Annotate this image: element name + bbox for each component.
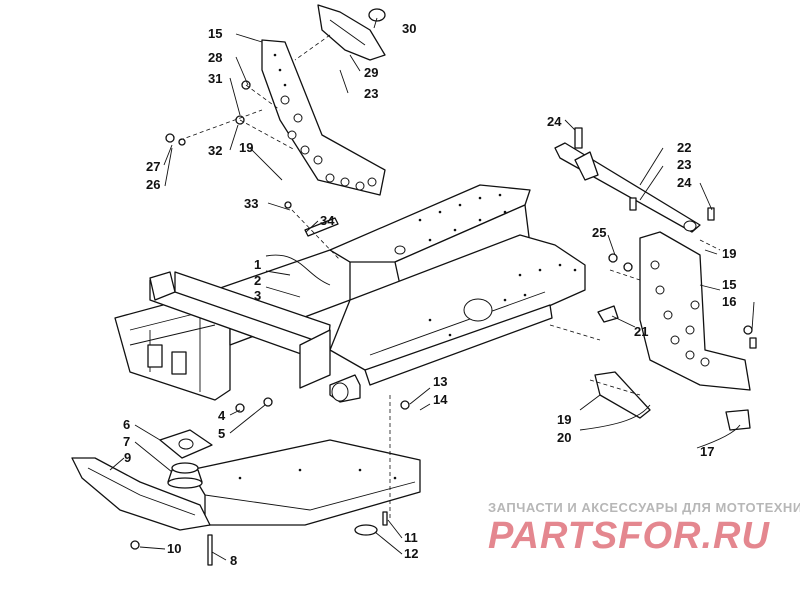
callout-4: 4 — [218, 408, 226, 423]
left-guard — [317, 4, 386, 61]
callout-22: 22 — [677, 140, 691, 155]
callout-9: 9 — [124, 450, 131, 465]
callout-2: 2 — [254, 273, 261, 288]
callout-5: 5 — [218, 426, 225, 441]
callout-26: 26 — [146, 177, 160, 192]
callout-15-right: 15 — [722, 277, 736, 292]
right-bracket — [554, 142, 701, 233]
callout-8: 8 — [230, 553, 237, 568]
callout-25: 25 — [592, 225, 606, 240]
callout-34: 34 — [320, 213, 335, 228]
callout-1: 1 — [254, 257, 261, 272]
callout-23-left: 23 — [364, 86, 378, 101]
callout-33: 33 — [244, 196, 258, 211]
callout-10: 10 — [167, 541, 181, 556]
callout-16: 16 — [722, 294, 736, 309]
callout-6: 6 — [123, 417, 130, 432]
callout-17: 17 — [700, 444, 714, 459]
callout-27: 27 — [146, 159, 160, 174]
callout-28: 28 — [208, 50, 222, 65]
callout-24-top: 24 — [547, 114, 562, 129]
callout-3: 3 — [254, 288, 261, 303]
callout-15-left: 15 — [208, 26, 222, 41]
belly-pan — [189, 439, 421, 526]
callout-29: 29 — [364, 65, 378, 80]
callout-14: 14 — [433, 392, 448, 407]
callout-24-right: 24 — [677, 175, 692, 190]
callout-31: 31 — [208, 71, 222, 86]
callout-11: 11 — [404, 530, 418, 545]
fasteners — [130, 80, 757, 566]
assembly-lines — [179, 34, 721, 520]
watermark-logo: PARTSFOR.RU — [488, 515, 770, 557]
mount-plate — [159, 429, 213, 489]
skid-plate — [71, 457, 211, 531]
callout-32: 32 — [208, 143, 222, 158]
callout-7: 7 — [123, 434, 130, 449]
callout-12: 12 — [404, 546, 418, 561]
callout-19-bottom: 19 — [557, 412, 571, 427]
small-parts — [304, 217, 751, 431]
callout-labels: 1 2 3 4 5 6 7 8 9 10 11 12 13 14 15 15 1… — [123, 21, 736, 568]
callout-13: 13 — [433, 374, 447, 389]
watermark: ЗАПЧАСТИ И АКСЕССУАРЫ ДЛЯ МОТОТЕХНИКИ PA… — [488, 500, 800, 557]
chassis-frame — [114, 184, 586, 403]
left-footrest — [261, 39, 386, 196]
leader-lines — [109, 17, 755, 561]
watermark-tagline: ЗАПЧАСТИ И АКСЕССУАРЫ ДЛЯ МОТОТЕХНИКИ — [488, 500, 800, 515]
callout-20: 20 — [557, 430, 571, 445]
callout-21: 21 — [634, 324, 648, 339]
callout-23-right: 23 — [677, 157, 691, 172]
callout-30: 30 — [402, 21, 416, 36]
right-footrest — [639, 231, 751, 391]
callout-19-right: 19 — [722, 246, 736, 261]
callout-19-left: 19 — [239, 140, 253, 155]
